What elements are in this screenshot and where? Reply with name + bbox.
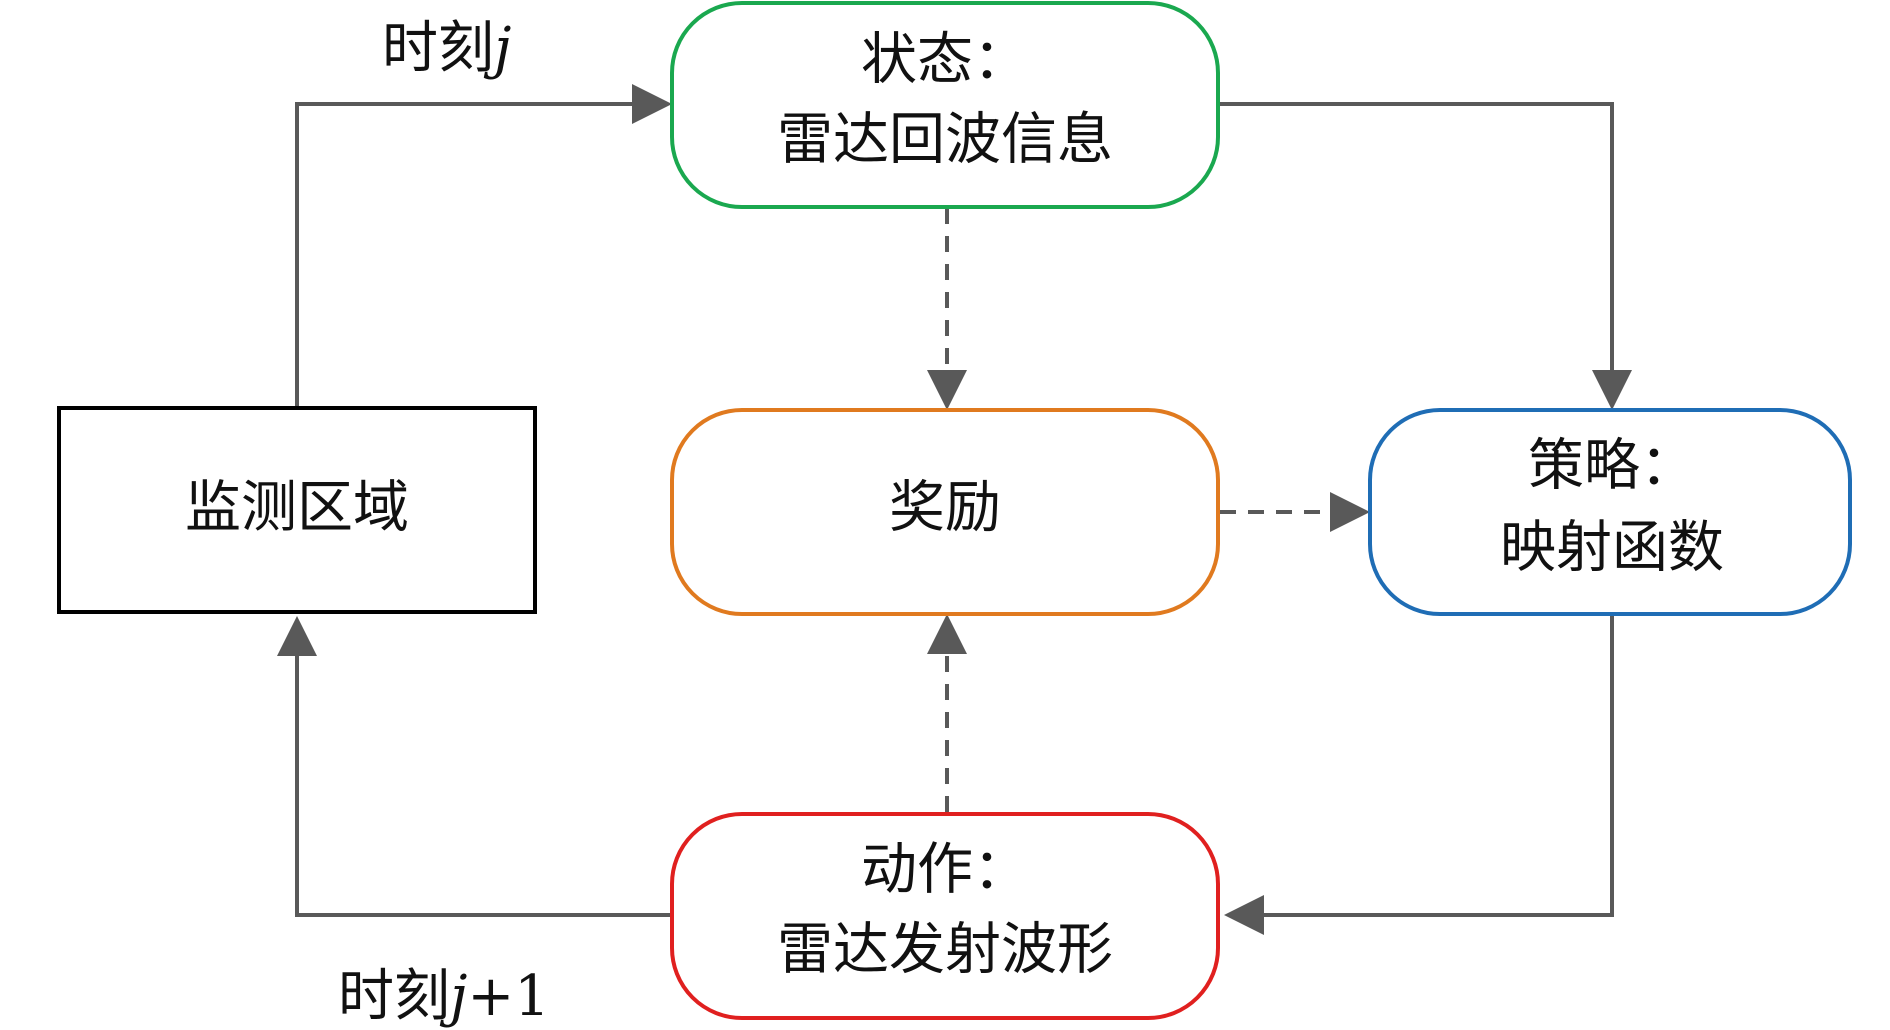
node-reward-box bbox=[670, 408, 1220, 616]
edge-label-time-j-prefix: 时刻 bbox=[382, 16, 494, 81]
edges bbox=[277, 84, 1632, 935]
node-monitor-box bbox=[57, 406, 537, 614]
node-state-box bbox=[670, 1, 1220, 209]
edge-label-time-j1-suffix: +1 bbox=[467, 964, 550, 1029]
node-policy-box bbox=[1368, 408, 1852, 616]
node-policy-label-2: 映射函数 bbox=[1500, 516, 1724, 581]
node-action-label-1: 动作： bbox=[861, 838, 1029, 903]
edge-state-to-policy bbox=[1218, 102, 1632, 410]
node-monitor-label: 监测区域 bbox=[185, 476, 409, 541]
edge-label-time-j1-prefix: 时刻 bbox=[338, 964, 450, 1029]
node-action-box bbox=[670, 812, 1220, 1020]
edge-policy-to-action bbox=[1224, 614, 1614, 935]
node-state-label-2: 雷达回波信息 bbox=[777, 108, 1113, 173]
node-action-label-2: 雷达发射波形 bbox=[777, 918, 1113, 983]
edge-label-time-j: 时刻j bbox=[382, 16, 511, 81]
node-reward-label: 奖励 bbox=[889, 476, 1001, 541]
edge-label-time-j1: 时刻j+1 bbox=[338, 964, 550, 1029]
edge-action-to-monitor bbox=[277, 616, 672, 917]
nodes: 监测区域 状态： 雷达回波信息 奖励 策略： 映射函数 动作： 雷达发射波形 bbox=[57, 1, 1852, 1020]
node-policy-label-1: 策略： bbox=[1528, 434, 1696, 499]
edge-monitor-to-state bbox=[295, 84, 672, 408]
node-state-label-1: 状态： bbox=[861, 28, 1029, 93]
edge-labels: 时刻j 时刻j+1 bbox=[338, 16, 550, 1029]
